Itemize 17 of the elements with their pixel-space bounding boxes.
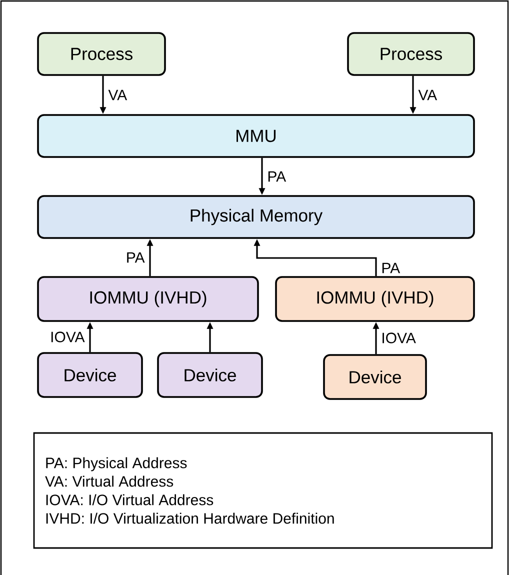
process-box: Process xyxy=(347,32,475,76)
edge-label: VA xyxy=(107,88,128,102)
device-box: Device xyxy=(323,354,427,400)
process-box: Process xyxy=(37,32,166,76)
iommu-box: IOMMU (IVHD) xyxy=(275,276,475,322)
edge-label: IOVA xyxy=(380,332,417,344)
edge-label: IOVA xyxy=(49,330,86,344)
edge-label: PA xyxy=(124,251,146,264)
device-box: Device xyxy=(37,352,143,398)
mmu-box: MMU xyxy=(37,114,475,158)
iommu-box: IOMMU (IVHD) xyxy=(37,276,259,322)
edge-label: VA xyxy=(417,88,438,102)
edge-label: PA xyxy=(266,170,288,183)
device-box: Device xyxy=(157,352,263,398)
memory-box: Physical Memory xyxy=(37,195,475,239)
legend-box: PA: Physical Address VA: Virtual Address IOVA: I/O Virtual Address IVHD: I/O Virtualization Hardware Definition xyxy=(33,432,493,549)
edge-label: PA xyxy=(380,262,402,274)
